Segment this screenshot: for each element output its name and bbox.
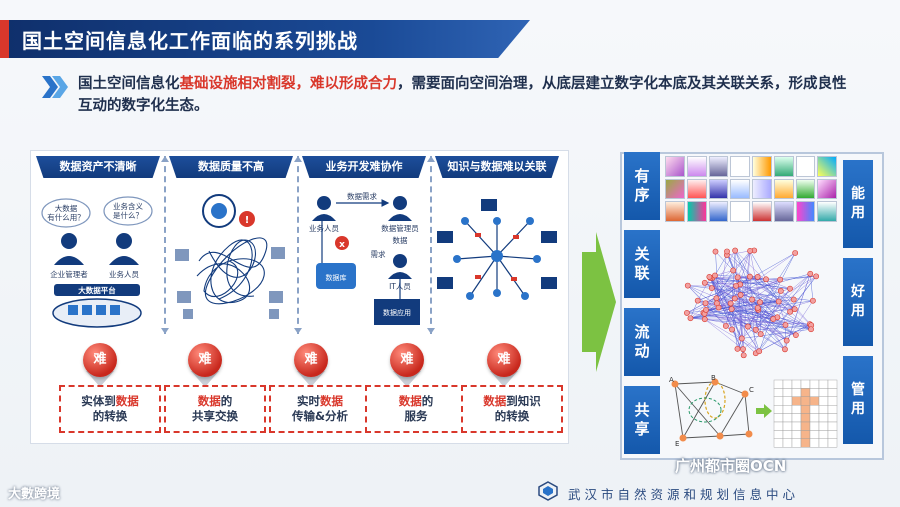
org-logo-icon	[538, 481, 558, 501]
tag-easy: 好用	[843, 258, 873, 346]
asset-illustration: 大数据 有什么用？ 业务含义 是什么？ 企业管理者 业务人员 大数据平台	[41, 196, 153, 328]
column-header: 数据质量不高	[169, 156, 293, 178]
difficulty-marker: 难	[443, 343, 567, 387]
app-icon	[374, 299, 420, 325]
column-divider	[161, 156, 169, 334]
svg-text:!: !	[245, 215, 250, 226]
intro-highlight: 基础设施相对割裂，难以形成合力	[179, 76, 398, 92]
outcome-box: 数据的 服务	[365, 385, 467, 433]
flow-label: 数据需求	[347, 191, 377, 201]
column-asset: 数据资产不清晰	[36, 156, 160, 178]
outcome-box: 实体到数据 的转换	[59, 385, 161, 433]
chart-icon	[68, 305, 120, 315]
column-quality: 数据质量不高	[169, 156, 293, 178]
document-icon	[175, 247, 285, 319]
difficulty-marker: 难	[346, 343, 470, 387]
difficulty-marker: 难	[144, 343, 268, 387]
footer-left-logo: 大數跨境	[8, 487, 61, 502]
platform-label: 大数据平台	[78, 285, 116, 295]
tag-usable: 能用	[843, 160, 873, 248]
column-knowledge: 知识与数据难以关联	[435, 156, 559, 178]
tag-share: 共享	[624, 386, 660, 454]
difficulty-marker: 难	[39, 343, 163, 387]
person-icon	[54, 233, 139, 265]
flow-label: 数据	[393, 235, 408, 245]
title-bar	[0, 20, 530, 58]
column-header: 数据资产不清晰	[36, 156, 160, 178]
bubble-text: 是什么？	[113, 210, 143, 220]
outcome-box: 数据的 共享交换	[164, 385, 266, 433]
difficulty-ball: 难	[390, 343, 424, 377]
column-divider	[294, 156, 302, 334]
svg-text:A: A	[669, 376, 674, 384]
collab-illustration: 数据需求 业务人员 数据管理员 x 数据 需求 IT人员 数据库 数据应用	[309, 191, 420, 325]
broken-link-icon	[475, 233, 519, 281]
adjacency-matrix	[773, 379, 838, 448]
role-label: 数据管理员	[381, 223, 419, 233]
tag-linked: 关联	[624, 230, 660, 298]
tag-manageable: 管用	[843, 356, 873, 444]
outcome-box: 实时数据 传输&分析	[269, 385, 371, 433]
difficulty-ball: 难	[487, 343, 521, 377]
bubble-text: 业务含义	[113, 201, 143, 211]
difficulty-marker: 难	[250, 343, 374, 387]
database-icon	[316, 263, 356, 289]
svg-text:x: x	[339, 240, 345, 250]
chart-thumbnails	[665, 156, 837, 222]
column-divider	[427, 156, 435, 334]
intro-part2: ，需要面向空间治理，从底层建立数字化本底及其关联关系，形成良性互动的数字化生态。	[78, 76, 847, 114]
watermark-text: 广州都市圈OCN	[675, 457, 787, 475]
bubble-text: 有什么用？	[47, 212, 85, 222]
difficulty-ball: 难	[294, 343, 328, 377]
title-accent	[0, 20, 9, 58]
svg-text:B: B	[711, 374, 716, 382]
challenges-panel: 数据资产不清晰 数据质量不高 业务开发难协作 知识与数据难以关联 大数据 有什么…	[30, 150, 569, 444]
column-collab: 业务开发难协作	[302, 156, 426, 178]
svg-text:C: C	[749, 386, 754, 394]
error-icon	[335, 236, 349, 250]
slide-title: 国土空间信息化工作面临的系列挑战	[22, 29, 358, 53]
network-graph	[684, 247, 820, 359]
weighted-graph: A B C E	[669, 374, 754, 448]
quality-illustration: !	[175, 194, 285, 319]
intro-part1: 国土空间信息化	[78, 76, 180, 92]
node-icon	[453, 217, 541, 300]
column-header: 业务开发难协作	[302, 156, 426, 178]
warning-icon	[239, 211, 255, 227]
knowledge-illustration	[437, 199, 557, 300]
person-label: 企业管理者	[50, 269, 88, 279]
db-label: 数据库	[326, 273, 347, 282]
person-label: 业务人员	[109, 269, 139, 279]
app-label: 数据应用	[383, 308, 411, 317]
tangle-icon	[196, 237, 268, 305]
person-icon	[312, 196, 412, 279]
transition-arrow-icon	[582, 232, 616, 372]
flow-label: 需求	[371, 249, 386, 259]
computer-icon	[437, 199, 557, 289]
role-label: 业务人员	[309, 223, 339, 233]
difficulty-ball: 难	[188, 343, 222, 377]
intro-text: 国土空间信息化基础设施相对割裂，难以形成合力，需要面向空间治理，从底层建立数字化…	[78, 73, 848, 117]
difficulty-ball: 难	[83, 343, 117, 377]
column-header: 知识与数据难以关联	[435, 156, 559, 178]
bubble-text: 大数据	[55, 203, 78, 213]
svg-text:E: E	[675, 440, 679, 448]
tag-ordered: 有序	[624, 152, 660, 220]
outcome-box: 数据到知识 的转换	[461, 385, 563, 433]
double-chevron-icon	[42, 76, 68, 98]
footer-org: 武汉市自然资源和规划信息中心	[568, 487, 800, 502]
tag-flow: 流动	[624, 308, 660, 376]
arrow-right-icon	[756, 404, 772, 418]
